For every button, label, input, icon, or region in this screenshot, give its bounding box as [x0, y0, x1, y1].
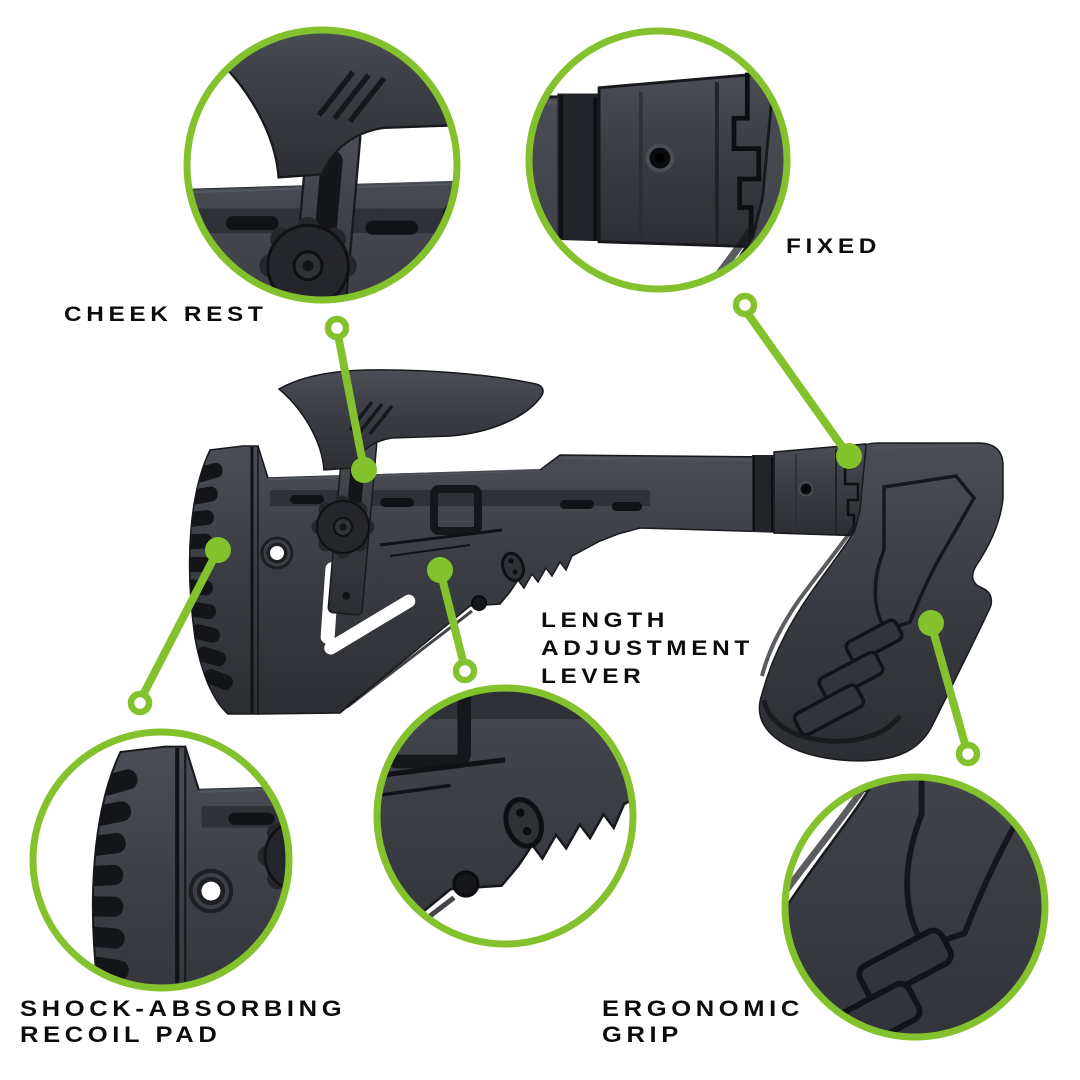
label-shock-absorbing-recoil-pad: SHOCK-ABSORBING RECOIL PAD — [20, 996, 342, 1048]
callout-connector-cheek-rest — [324, 315, 377, 483]
label-line: RECOIL PAD — [20, 1022, 222, 1047]
callout-connector-grip — [918, 610, 981, 767]
label-length-adjustment-lever: LENGTH ADJUSTMENT LEVER — [541, 607, 749, 691]
label-ergonomic-grip: ERGONOMIC GRIP — [602, 996, 799, 1048]
callout-circle-recoil-pad — [29, 728, 293, 992]
product-photo-stock — [182, 370, 1003, 761]
callout-connector-recoil-pad — [127, 537, 231, 716]
label-line: SHOCK-ABSORBING — [20, 996, 347, 1021]
label-line: ADJUSTMENT — [541, 637, 754, 660]
label-line: ERGONOMIC — [602, 996, 804, 1021]
label-line: CHEEK REST — [64, 303, 268, 326]
callout-circle-cheek-rest — [183, 26, 461, 304]
label-line: LEVER — [541, 665, 646, 688]
label-line: FIXED — [786, 235, 881, 258]
callout-circle-length-lever — [373, 684, 637, 948]
callout-circle-fixed — [525, 27, 791, 293]
callout-circle-grip — [781, 773, 1049, 1041]
callout-connector-length-lever — [427, 557, 478, 684]
label-line: GRIP — [602, 1022, 683, 1047]
label-line: LENGTH — [541, 609, 669, 632]
callout-connector-fixed — [732, 292, 862, 469]
label-cheek-rest: CHEEK REST — [64, 301, 263, 329]
label-fixed: FIXED — [786, 233, 876, 261]
